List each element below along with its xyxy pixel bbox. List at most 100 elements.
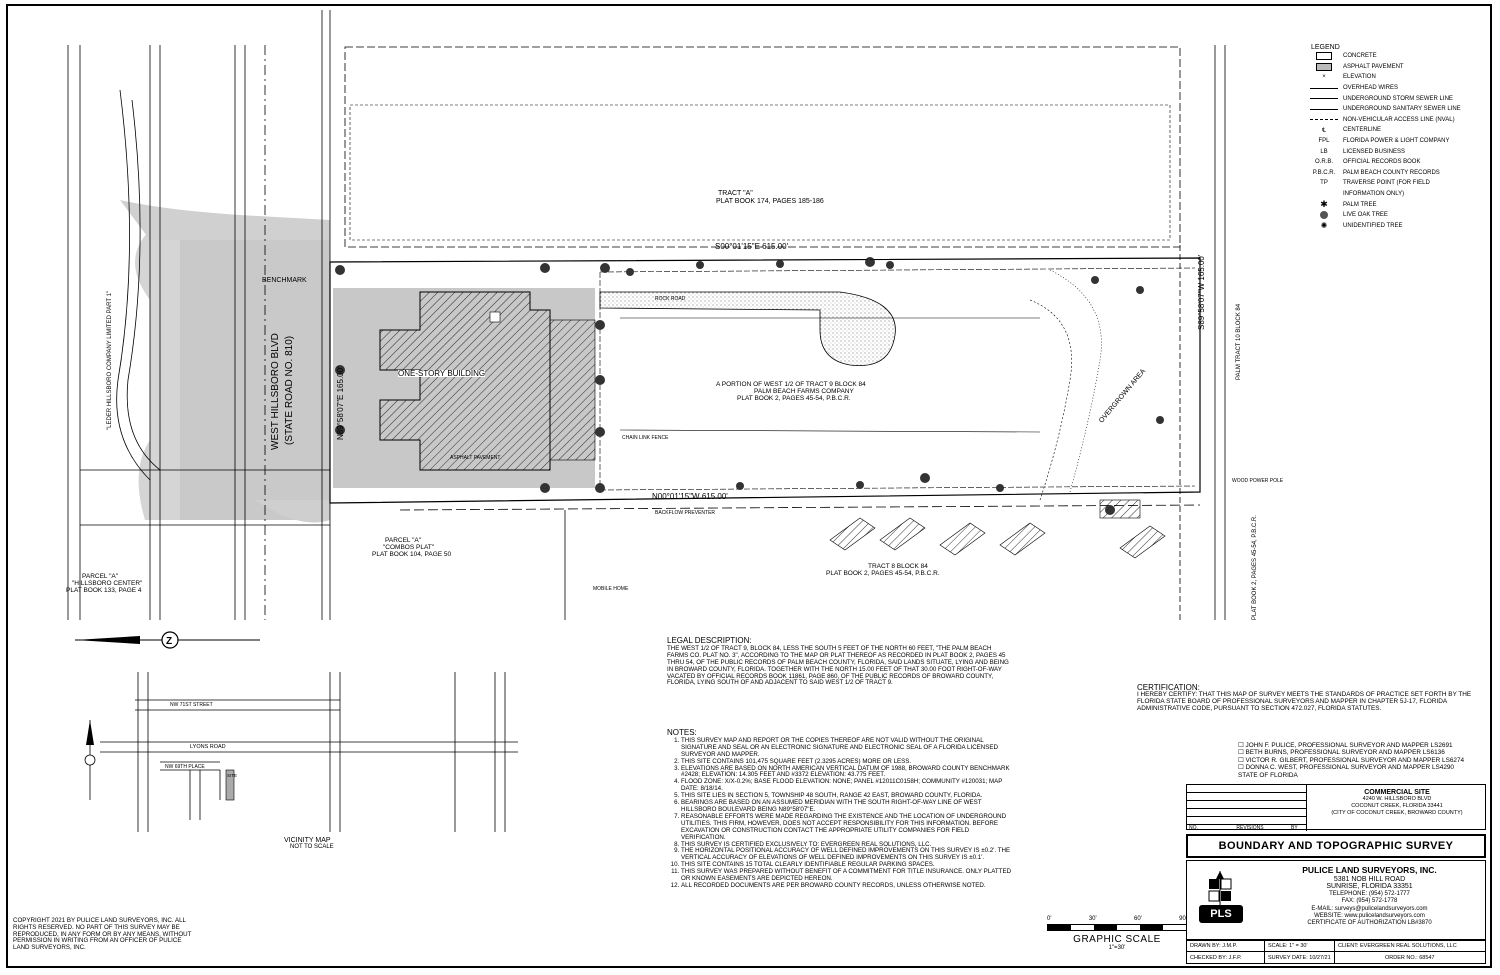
company-address-1: 5381 NOB HILL ROAD	[1333, 876, 1406, 883]
surveyor-name: VICTOR R. GILBERT, PROFESSIONAL SURVEYOR…	[1245, 756, 1465, 764]
elevation-icon: ×	[1322, 74, 1326, 81]
drawing-sheet-border	[6, 4, 1492, 968]
parcel-a-hc-plat: PLAT BOOK 133, PAGE 4	[66, 587, 142, 594]
surveyor-name: DONNA C. WEST, PROFESSIONAL SURVEYOR AND…	[1245, 764, 1454, 772]
vicinity-map-title: VICINITY MAP	[284, 837, 331, 844]
chain-link-label: CHAIN LINK FENCE	[622, 435, 669, 441]
vicinity-map-subtitle: NOT TO SCALE	[290, 844, 334, 850]
legend-symbol	[1305, 62, 1343, 71]
leder-label: "LEDER HILLSBORO COMPANY LIMITED PART 1"	[107, 290, 113, 430]
scale-tick-0: 0'	[1047, 916, 1052, 922]
company-name: PULICE LAND SURVEYORS, INC.	[1302, 865, 1437, 875]
vicinity-site	[225, 769, 235, 801]
survey-title-block: BOUNDARY AND TOPOGRAPHIC SURVEY	[1186, 834, 1486, 858]
scale-tick-3: 90'	[1179, 916, 1187, 922]
note-item: THIS SURVEY IS CERTIFIED EXCLUSIVELY TO:…	[681, 841, 1012, 849]
tract10-plat-label: PLAT BOOK 2, PAGES 45-54, P.B.C.R.	[1252, 515, 1258, 620]
legend-label: OFFICIAL RECORDS BOOK	[1343, 159, 1421, 166]
legend-label: PALM TREE	[1343, 201, 1377, 208]
checkbox-icon: ☐	[1238, 764, 1246, 772]
north-arrow: Z	[75, 631, 260, 649]
checkbox-icon: ☐	[1238, 749, 1246, 757]
legend-symbol: TP	[1305, 180, 1343, 186]
company-address-2: SUNRISE, FLORIDA 33351	[1326, 883, 1413, 891]
note-item: THIS SITE CONTAINS 101,475 SQUARE FEET (…	[681, 758, 1012, 766]
vicinity-street-3: NW 69TH PLACE	[165, 764, 205, 770]
one-story-building	[379, 291, 551, 471]
revisions-by: BY	[1291, 825, 1298, 831]
pls-logo: PLS	[1195, 871, 1250, 931]
drawing-scale: SCALE: 1" = 30'	[1265, 941, 1335, 952]
legend-label: NON-VEHICULAR ACCESS LINE (NVAL)	[1343, 116, 1455, 123]
parcel-a-plat: PLAT BOOK 104, PAGE 50	[372, 551, 452, 558]
order-number: ORDER NO.: 68547	[1385, 955, 1435, 961]
surveyor-name: BETH BURNS, PROFESSIONAL SURVEYOR AND MA…	[1245, 749, 1445, 757]
legend-symbol	[1305, 87, 1343, 89]
legend-label: LIVE OAK TREE	[1343, 212, 1388, 219]
legend-box-icon	[1316, 62, 1332, 71]
legal-body: THE WEST 1/2 OF TRACT 9, BLOCK 84, LESS …	[667, 644, 1009, 687]
legend-symbol	[1305, 52, 1343, 61]
site-address-2: COCONUT CREEK, FLORIDA 33441	[1351, 803, 1443, 809]
legend-label: CENTERLINE	[1343, 127, 1382, 134]
oak-tree-icon	[1320, 211, 1328, 220]
graphic-scale: 0' 30' 60' 90' GRAPHIC SCALE 1"=30'	[1047, 916, 1187, 951]
tract-a-plat: PLAT BOOK 174, PAGES 185-186	[716, 198, 824, 205]
legend-row: NON-VEHICULAR ACCESS LINE (NVAL)	[1305, 115, 1485, 126]
legend-row: CONCRETE	[1305, 51, 1485, 62]
legend-symbol	[1305, 211, 1343, 220]
note-item: ELEVATIONS ARE BASED ON NORTH AMERICAN V…	[681, 765, 1012, 780]
note-item: BEARINGS ARE BASED ON AN ASSUMED MERIDIA…	[681, 799, 1012, 814]
legend-symbol	[1305, 98, 1343, 100]
tract-a-boundary	[344, 46, 1181, 248]
bearing-west: N89°58'07"E 165.00'	[336, 366, 345, 440]
vicinity-street-1: NW 71ST STREET	[170, 702, 213, 708]
legend-abbrev: P.B.C.R.	[1312, 169, 1336, 176]
vicinity-street-2: LYONS ROAD	[190, 744, 226, 750]
note-item: REASONABLE EFFORTS WERE MADE REGARDING T…	[681, 813, 1012, 842]
legend-symbol: ✺	[1305, 221, 1343, 230]
road-lines	[67, 10, 331, 620]
legend-label: PALM BEACH COUNTY RECORDS	[1343, 169, 1440, 176]
legend-row: LIVE OAK TREE	[1305, 210, 1485, 221]
legend-row: P.B.C.R. PALM BEACH COUNTY RECORDS	[1305, 168, 1485, 179]
benchmark-label: BENCHMARK	[262, 277, 307, 284]
legend-row: ✺UNIDENTIFIED TREE	[1305, 221, 1485, 232]
legend-line-icon	[1310, 108, 1338, 110]
checked-by: CHECKED BY: J.F.P.	[1187, 952, 1265, 964]
scale-tick-1: 30'	[1088, 916, 1097, 922]
site-address-1: 4240 W. HILLSBORO BLVD	[1362, 796, 1432, 802]
tract8-label: TRACT 8 BLOCK 84	[868, 563, 928, 570]
copyright-notice: COPYRIGHT 2021 BY PULICE LAND SURVEYORS,…	[13, 917, 192, 952]
tract8-plat-label: PLAT BOOK 2, PAGES 45-54, P.B.C.R.	[826, 570, 940, 577]
site-address-3: (CITY OF COCONUT CREEK, BROWARD COUNTY)	[1331, 810, 1463, 816]
legend-abbrev: FPL	[1318, 138, 1330, 145]
legend-line-icon	[1310, 98, 1338, 100]
company-website: WEBSITE: www.pulicelandsurveyors.com	[1314, 913, 1425, 920]
legend-row: × ELEVATION	[1305, 72, 1485, 83]
legend-label: UNDERGROUND SANITARY SEWER LINE	[1343, 106, 1461, 113]
tract10-label: PALM TRACT 10 BLOCK 84	[1236, 303, 1242, 380]
tract-a-label: TRACT "A"	[718, 190, 753, 197]
checkbox-icon: ☐	[1238, 742, 1246, 749]
legend-dash-icon	[1310, 119, 1338, 121]
scale-ratio: 1"=30'	[1108, 945, 1126, 951]
revisions-no: NO.	[1189, 825, 1198, 831]
surveyor-name: JOHN F. PULICE, PROFESSIONAL SURVEYOR AN…	[1245, 742, 1453, 749]
rock-road	[599, 291, 896, 367]
legend-label: LICENSED BUSINESS	[1343, 148, 1406, 155]
legend-row: OVERHEAD WIRES	[1305, 83, 1485, 94]
rock-road-label: ROCK ROAD	[655, 296, 686, 302]
notes: NOTES: THIS SURVEY MAP AND REPORT OR THE…	[667, 729, 1012, 890]
parcel-plat-label: PLAT BOOK 2, PAGES 45-54, P.B.C.R.	[737, 395, 851, 402]
legend-label: UNDERGROUND STORM SEWER LINE	[1343, 95, 1453, 102]
wood-pole-label: WOOD POWER POLE	[1232, 478, 1284, 484]
note-item: ALL RECORDED DOCUMENTS ARE PER BROWARD C…	[681, 882, 1012, 890]
company-phone: TELEPHONE: (954) 572-1777	[1329, 890, 1410, 897]
legend-label: OVERHEAD WIRES	[1343, 85, 1399, 92]
mobile-home-label: MOBILE HOME	[593, 586, 629, 592]
certification-body: I HEREBY CERTIFY: THAT THIS MAP OF SURVE…	[1137, 691, 1472, 712]
company-email: E-MAIL: surveys@pulicelandsurveyors.com	[1311, 905, 1428, 912]
legend-label: ELEVATION	[1343, 74, 1376, 81]
